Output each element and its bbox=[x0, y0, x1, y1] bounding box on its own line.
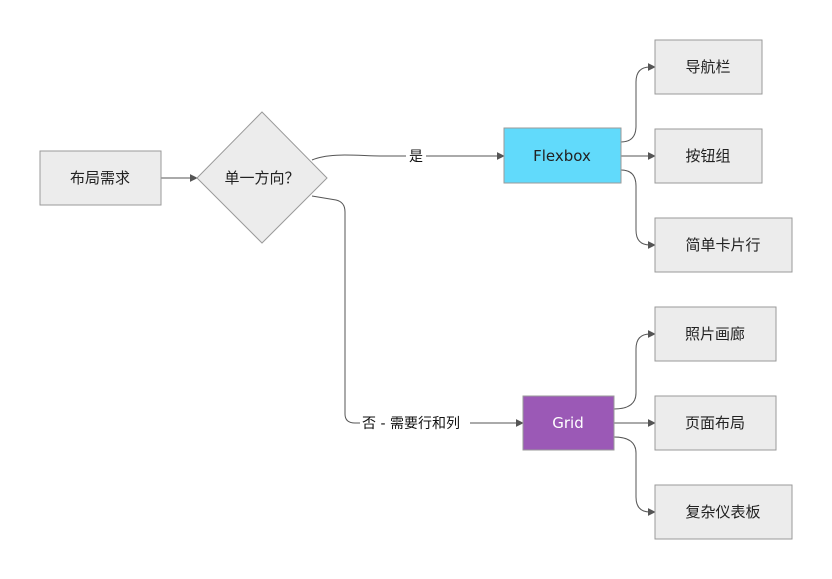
node-photo-gallery[interactable]: 照片画廊 bbox=[654, 306, 777, 362]
node-grid[interactable]: Grid bbox=[522, 395, 615, 451]
node-navbar[interactable]: 导航栏 bbox=[654, 39, 763, 95]
edge-grid-to-complex-dashboard bbox=[613, 436, 656, 516]
edge-decision-to-flexbox bbox=[311, 152, 505, 161]
node-button-group[interactable]: 按钮组 bbox=[654, 128, 763, 184]
node-page-layout-label: 页面布局 bbox=[685, 414, 745, 432]
node-decision[interactable]: 单一方向？ bbox=[196, 111, 328, 244]
node-grid-label: Grid bbox=[552, 414, 583, 432]
edge-flexbox-to-simple-card-row bbox=[620, 169, 656, 249]
edge-labels: 是 否 - 需要行和列 bbox=[360, 146, 470, 433]
edge-label-yes: 是 bbox=[409, 149, 423, 165]
node-start-label: 布局需求 bbox=[70, 169, 130, 187]
node-button-group-label: 按钮组 bbox=[685, 147, 730, 165]
edge-grid-to-photo-gallery bbox=[613, 330, 656, 410]
node-flexbox[interactable]: Flexbox bbox=[503, 127, 622, 184]
node-complex-dashboard-label: 复杂仪表板 bbox=[685, 503, 760, 521]
edge-label-no: 否 - 需要行和列 bbox=[362, 416, 460, 432]
node-page-layout[interactable]: 页面布局 bbox=[654, 395, 777, 451]
node-navbar-label: 导航栏 bbox=[685, 58, 730, 76]
node-decision-label: 单一方向？ bbox=[224, 169, 299, 187]
node-complex-dashboard[interactable]: 复杂仪表板 bbox=[654, 484, 793, 540]
node-simple-card-row[interactable]: 简单卡片行 bbox=[654, 217, 793, 273]
node-start[interactable]: 布局需求 bbox=[39, 150, 162, 206]
edges bbox=[161, 63, 656, 516]
node-flexbox-label: Flexbox bbox=[533, 147, 591, 165]
node-simple-card-row-label: 简单卡片行 bbox=[685, 236, 760, 254]
node-photo-gallery-label: 照片画廊 bbox=[685, 325, 745, 343]
edge-decision-to-grid bbox=[311, 195, 524, 427]
edge-flexbox-to-navbar bbox=[620, 63, 656, 143]
